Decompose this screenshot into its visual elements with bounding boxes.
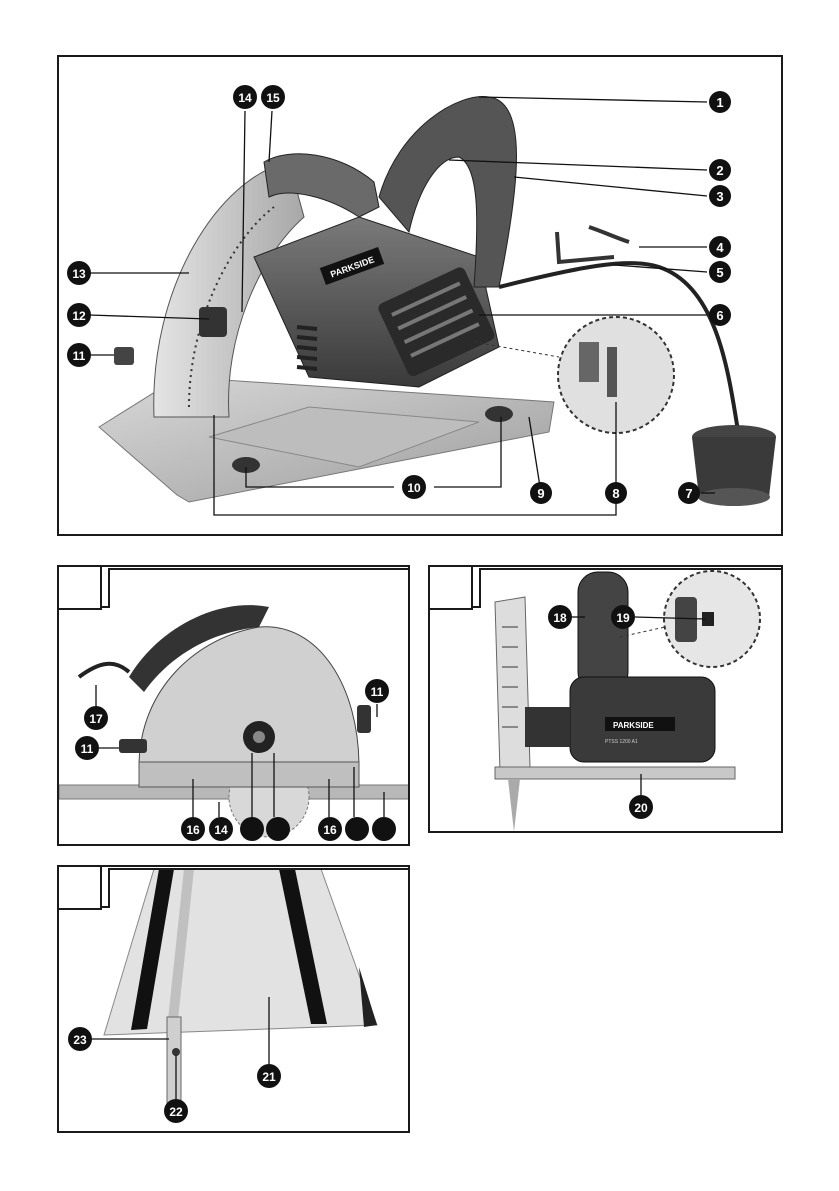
- svg-text:20: 20: [634, 801, 648, 815]
- callout-11-right: 11: [365, 679, 389, 703]
- callout-13: 13: [67, 261, 91, 285]
- callout-22: 22: [164, 1099, 188, 1123]
- svg-text:12: 12: [72, 309, 86, 323]
- figure-b-illustration: 17 11 11 16 14 16: [59, 567, 410, 846]
- connector-screw: [172, 1048, 180, 1056]
- callout-blank-d: [372, 817, 396, 841]
- svg-text:16: 16: [323, 823, 337, 837]
- svg-text:10: 10: [407, 481, 421, 495]
- svg-text:14: 14: [214, 823, 228, 837]
- callout-4: 4: [709, 236, 731, 258]
- callout-23: 23: [68, 1027, 92, 1051]
- rail-knob-left: [119, 739, 147, 753]
- svg-text:4: 4: [716, 240, 724, 255]
- figure-c: PARKSIDE PTSS 1200 A1 18 19 20: [428, 565, 783, 833]
- model-label: PTSS 1200 A1: [605, 739, 638, 745]
- callout-6: 6: [709, 304, 731, 326]
- svg-text:15: 15: [266, 91, 280, 105]
- figure-c-illustration: PARKSIDE PTSS 1200 A1 18 19 20: [430, 567, 783, 833]
- callout-12: 12: [67, 303, 91, 327]
- dust-adapter: [692, 425, 776, 506]
- svg-text:16: 16: [186, 823, 200, 837]
- svg-text:11: 11: [81, 742, 94, 756]
- svg-text:17: 17: [89, 712, 103, 726]
- callout-11-left: 11: [75, 736, 99, 760]
- callout-2: 2: [709, 159, 731, 181]
- figure-b-tab: [59, 567, 101, 609]
- figure-d: 23 22 21: [57, 865, 410, 1133]
- svg-text:8: 8: [612, 486, 619, 501]
- callout-blank-c: [345, 817, 369, 841]
- svg-text:19: 19: [616, 611, 630, 625]
- callout-9: 9: [530, 482, 552, 504]
- figure-b: 17 11 11 16 14 16: [57, 565, 410, 846]
- callout-19: 19: [611, 605, 635, 629]
- svg-text:14: 14: [238, 91, 252, 105]
- svg-text:11: 11: [371, 685, 384, 699]
- allen-key: [557, 232, 614, 262]
- figure-d-illustration: 23 22 21: [59, 867, 410, 1133]
- main-figure: PARKSIDE: [57, 55, 783, 536]
- svg-text:7: 7: [685, 486, 692, 501]
- callout-7: 7: [678, 482, 700, 504]
- callout-17: 17: [84, 706, 108, 730]
- main-illustration: PARKSIDE: [59, 57, 783, 536]
- svg-text:23: 23: [73, 1033, 87, 1047]
- svg-text:11: 11: [73, 349, 86, 363]
- callout-blank-b: [266, 817, 290, 841]
- base-plate-c: [495, 767, 735, 779]
- callout-15: 15: [261, 85, 285, 109]
- svg-text:1: 1: [716, 95, 723, 110]
- svg-text:6: 6: [716, 308, 723, 323]
- rear-handle: [578, 572, 628, 692]
- callout-16-left: 16: [181, 817, 205, 841]
- callout-18: 18: [548, 605, 572, 629]
- callout-14: 14: [209, 817, 233, 841]
- callout-10: 10: [402, 475, 426, 499]
- angle-lock-knob: [199, 307, 227, 337]
- callout-20: 20: [629, 795, 653, 819]
- svg-text:21: 21: [262, 1070, 276, 1084]
- guide-knob: [114, 347, 134, 365]
- callout-8: 8: [605, 482, 627, 504]
- svg-text:18: 18: [553, 611, 567, 625]
- callout-11: 11: [67, 343, 91, 367]
- svg-text:22: 22: [169, 1105, 183, 1119]
- callout-21: 21: [257, 1064, 281, 1088]
- rail-knob-right: [357, 705, 371, 733]
- callout-3: 3: [709, 185, 731, 207]
- svg-text:5: 5: [716, 265, 723, 280]
- callout-5: 5: [709, 261, 731, 283]
- callout-1: 1: [709, 91, 731, 113]
- svg-text:9: 9: [537, 486, 544, 501]
- brand-logo-c: PARKSIDE: [613, 721, 654, 730]
- blade-guard-front: [495, 597, 530, 772]
- svg-text:3: 3: [716, 189, 723, 204]
- svg-text:13: 13: [72, 267, 86, 281]
- svg-text:2: 2: [716, 163, 723, 178]
- figure-d-tab: [59, 867, 101, 909]
- callout-blank-a: [240, 817, 264, 841]
- figure-c-tab: [430, 567, 472, 609]
- callout-16-right: 16: [318, 817, 342, 841]
- callout-14: 14: [233, 85, 257, 109]
